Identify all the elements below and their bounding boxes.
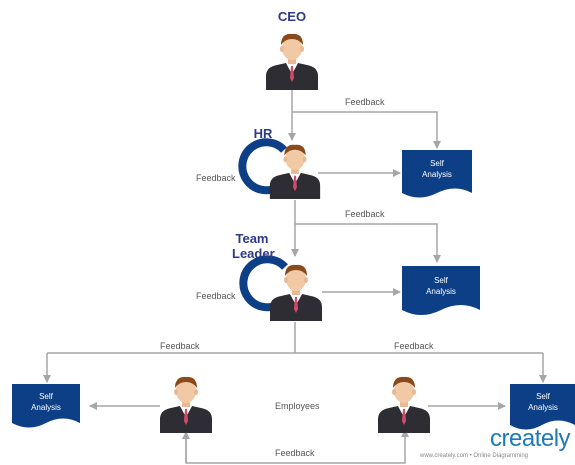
self-analysis-doc-hr: Self Analysis — [402, 150, 472, 198]
ceo-label: CEO — [277, 9, 307, 24]
employees-label: Employees — [275, 401, 320, 411]
self-analysis-doc-left: Self Analysis — [12, 384, 80, 428]
team-leader-feedback-left-label: Feedback — [160, 341, 200, 351]
hr-self-feedback-cycle-icon — [238, 138, 287, 196]
hr-self-feedback-label: Feedback — [196, 173, 236, 183]
doc-tl-line2: Analysis — [426, 287, 456, 296]
doc-hr-line1: Self — [430, 159, 445, 168]
hr-label: HR — [253, 126, 273, 141]
creately-footer-text: www.creately.com • Online Diagramming — [420, 453, 529, 459]
team-leader-feedback-right-label: Feedback — [394, 341, 434, 351]
team-leader-self-feedback-label: Feedback — [196, 291, 236, 301]
ceo-feedback-label: Feedback — [345, 97, 385, 107]
doc-right-line2: Analysis — [528, 403, 558, 412]
hr-avatar — [269, 144, 321, 199]
team-leader-avatar — [270, 264, 322, 321]
employee-left-avatar — [160, 376, 212, 433]
connectors — [43, 90, 547, 464]
self-analysis-doc-right: Self Analysis — [510, 384, 575, 430]
hr-feedback-connector — [295, 223, 441, 263]
ceo-avatar — [266, 33, 318, 90]
hr-feedback-label: Feedback — [345, 209, 385, 219]
team-leader-self-feedback-cycle-icon — [239, 255, 288, 313]
doc-hr-line2: Analysis — [422, 170, 452, 179]
employees-feedback-connector — [185, 429, 409, 464]
doc-left-line2: Analysis — [31, 403, 61, 412]
doc-left-line1: Self — [39, 392, 54, 401]
employee-right-avatar — [378, 376, 430, 433]
team-leader-label: Team Leader — [232, 231, 275, 261]
doc-right-line1: Self — [536, 392, 551, 401]
creately-logo: creately — [490, 425, 571, 452]
ceo-feedback-connector — [292, 111, 441, 149]
employees-feedback-label: Feedback — [275, 448, 315, 458]
self-analysis-doc-team-leader: Self Analysis — [402, 266, 480, 315]
doc-tl-line1: Self — [434, 276, 449, 285]
